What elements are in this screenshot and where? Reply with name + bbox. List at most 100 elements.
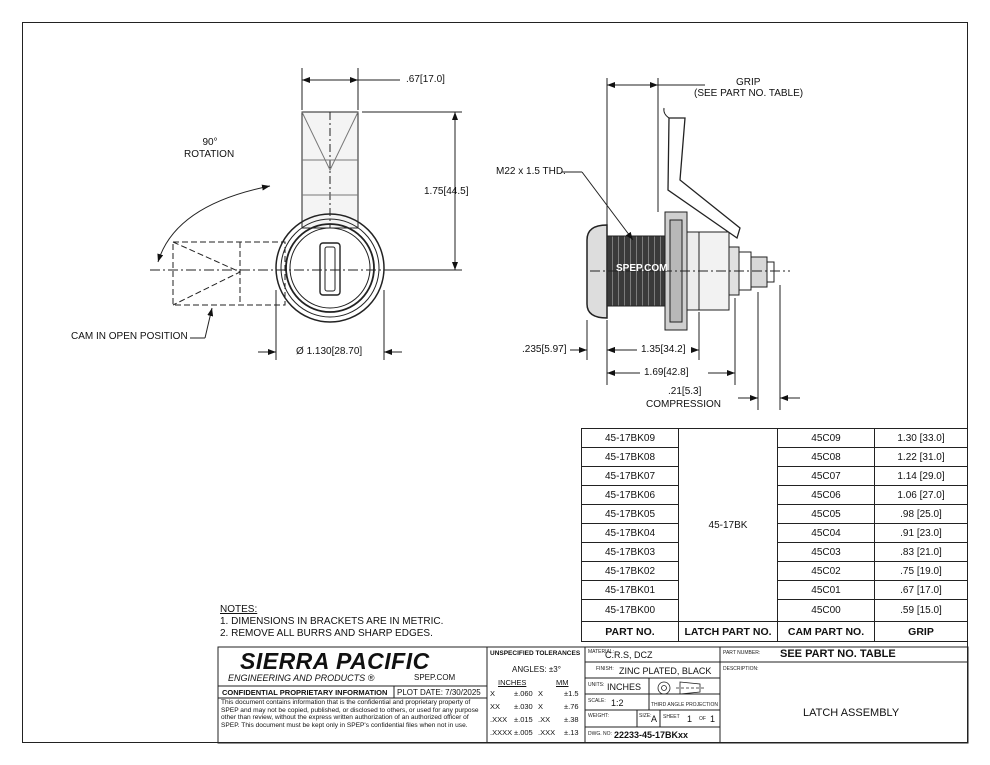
cam-part-no-cell: 45C03: [777, 542, 875, 562]
scale-label: SCALE:: [588, 698, 606, 704]
inches-heading: INCHES: [498, 678, 527, 687]
dim-mm: 5.3: [684, 386, 699, 397]
dim-mm: 5.97: [544, 344, 564, 355]
table-row: 45-17BK05 45C05 .98 [25.0]: [581, 504, 968, 524]
dim-top-width: .67[17.0]: [406, 74, 445, 85]
plot-date: PLOT DATE: 7/30/2025: [397, 688, 481, 697]
mm-place: X: [538, 702, 544, 711]
notes-heading: NOTES:: [220, 604, 258, 615]
dim-length1: 1.35[34.2]: [641, 344, 686, 355]
title-block-grid: [217, 646, 969, 744]
diameter-symbol-icon: Ø: [296, 346, 304, 357]
mm-tol: ±.76: [564, 702, 579, 711]
cam-part-no-cell: 45C04: [777, 523, 875, 543]
part-no-cell: 45-17BK06: [581, 485, 679, 505]
table-row: 45-17BK03 45C03 .83 [21.0]: [581, 542, 968, 562]
description-value: LATCH ASSEMBLY: [803, 707, 900, 719]
compression-label: COMPRESSION: [646, 399, 722, 410]
registered-icon: ®: [367, 673, 375, 683]
part-no-cell: 45-17BK04: [581, 523, 679, 543]
rotation-degrees: 90°: [202, 137, 218, 148]
in-place: X: [490, 689, 496, 698]
mm-place: .XX: [538, 715, 551, 724]
note-item: 1. DIMENSIONS IN BRACKETS ARE IN METRIC.: [220, 616, 444, 627]
note-item: 2. REMOVE ALL BURRS AND SHARP EDGES.: [220, 628, 433, 639]
mm-tol: ±.13: [564, 728, 579, 737]
grip-cell: .59 [15.0]: [874, 599, 968, 622]
grip-label: GRIP: [736, 77, 761, 88]
part-no-cell: 45-17BK09: [581, 428, 679, 448]
dim-mm: 44.5: [446, 186, 466, 197]
dim-length2: 1.69[42.8]: [644, 367, 689, 378]
tagline-text: ENGINEERING AND PRODUCTS: [228, 673, 366, 683]
in-tol: ±.030: [514, 702, 533, 711]
dim-value: 1.130: [306, 346, 332, 357]
finish-value: ZINC PLATED, BLACK: [619, 666, 712, 676]
company-name: SIERRA PACIFIC: [240, 648, 430, 674]
sheet-total: 1: [710, 714, 716, 724]
part-no-cell: 45-17BK00: [581, 599, 679, 622]
of-label: OF: [699, 716, 706, 722]
third-angle-projection-icon: [657, 681, 704, 695]
rotation-label: 90°: [190, 137, 230, 148]
dim-value: 1.75: [424, 186, 444, 197]
header-part-no: PART NO.: [581, 621, 679, 642]
part-no-cell: 45-17BK07: [581, 466, 679, 486]
in-tol: ±.015: [514, 715, 533, 724]
cam-part-no-cell: 45C06: [777, 485, 875, 505]
dim-value: .67: [406, 74, 420, 85]
cam-part-no-cell: 45C05: [777, 504, 875, 524]
dim-flange: .235[5.97]: [522, 344, 567, 355]
part-number-table: 45-17BK09 45-17BK 45C09 1.30 [33.0] 45-1…: [581, 428, 968, 642]
sheet-label: SHEET: [663, 714, 680, 720]
projection-label: THIRD ANGLE PROJECTION: [651, 702, 718, 708]
thread-label: M22 x 1.5 THD.: [496, 166, 566, 177]
table-row: 45-17BK09 45-17BK 45C09 1.30 [33.0]: [581, 428, 968, 622]
brand-mark: SPEP.COM: [616, 263, 668, 274]
notes: NOTES: 1. DIMENSIONS IN BRACKETS ARE IN …: [220, 604, 443, 640]
grip-cell: .83 [21.0]: [874, 542, 968, 562]
confidential-label: CONFIDENTIAL PROPRIETARY INFORMATION: [222, 688, 388, 697]
mm-tol: ±1.5: [564, 689, 579, 698]
tolerance-row: .XXX±.015.XX±.38: [490, 715, 579, 724]
angles-tolerance: ANGLES: ±3°: [512, 665, 561, 674]
dim-compression: .21[5.3]: [668, 386, 702, 397]
dim-mm: 17.0: [422, 74, 443, 85]
mm-place: .XXX: [538, 728, 556, 737]
header-latch-part-no: LATCH PART NO.: [678, 621, 778, 642]
in-tol: ±.005: [514, 728, 533, 737]
description-label: DESCRIPTION:: [723, 666, 759, 672]
part-no-cell: 45-17BK03: [581, 542, 679, 562]
material-label: MATERIAL:: [588, 649, 615, 655]
part-no-cell: 45-17BK05: [581, 504, 679, 524]
grip-cell: 1.14 [29.0]: [874, 466, 968, 486]
weight-label: WEIGHT:: [588, 713, 609, 719]
units-label: UNITS:: [588, 682, 605, 688]
table-row: 45-17BK01 45C01 .67 [17.0]: [581, 580, 968, 600]
grip-cell: 1.30 [33.0]: [874, 428, 968, 448]
finish-label: FINISH:: [596, 666, 614, 672]
dim-mm: 42.8: [666, 367, 686, 378]
cam-part-no-cell: 45C09: [777, 428, 875, 448]
confidential-disclaimer: This document contains information that …: [221, 699, 479, 729]
grip-cell: .91 [23.0]: [874, 523, 968, 543]
part-no-cell: 45-17BK08: [581, 447, 679, 467]
company-tagline: ENGINEERING AND PRODUCTS ®: [228, 673, 374, 683]
table-header-row: PART NO. LATCH PART NO. CAM PART NO. GRI…: [581, 621, 968, 642]
part-number-value: SEE PART NO. TABLE: [780, 648, 896, 660]
dim-mm: 28.70: [334, 346, 360, 357]
header-cam-part-no: CAM PART NO.: [777, 621, 875, 642]
cam-part-no-cell: 45C07: [777, 466, 875, 486]
grip-cell: 1.06 [27.0]: [874, 485, 968, 505]
sheet-value: 1: [687, 714, 693, 724]
part-number-label: PART NUMBER:: [723, 650, 761, 656]
part-no-cell: 45-17BK02: [581, 561, 679, 581]
dim-diameter: Ø 1.130[28.70]: [296, 346, 363, 357]
grip-cell: 1.22 [31.0]: [874, 447, 968, 467]
in-tol: ±.060: [514, 689, 533, 698]
dwg-number: 22233-45-17BKxx: [614, 730, 689, 740]
material-value: C.R.S, DCZ: [605, 650, 653, 660]
